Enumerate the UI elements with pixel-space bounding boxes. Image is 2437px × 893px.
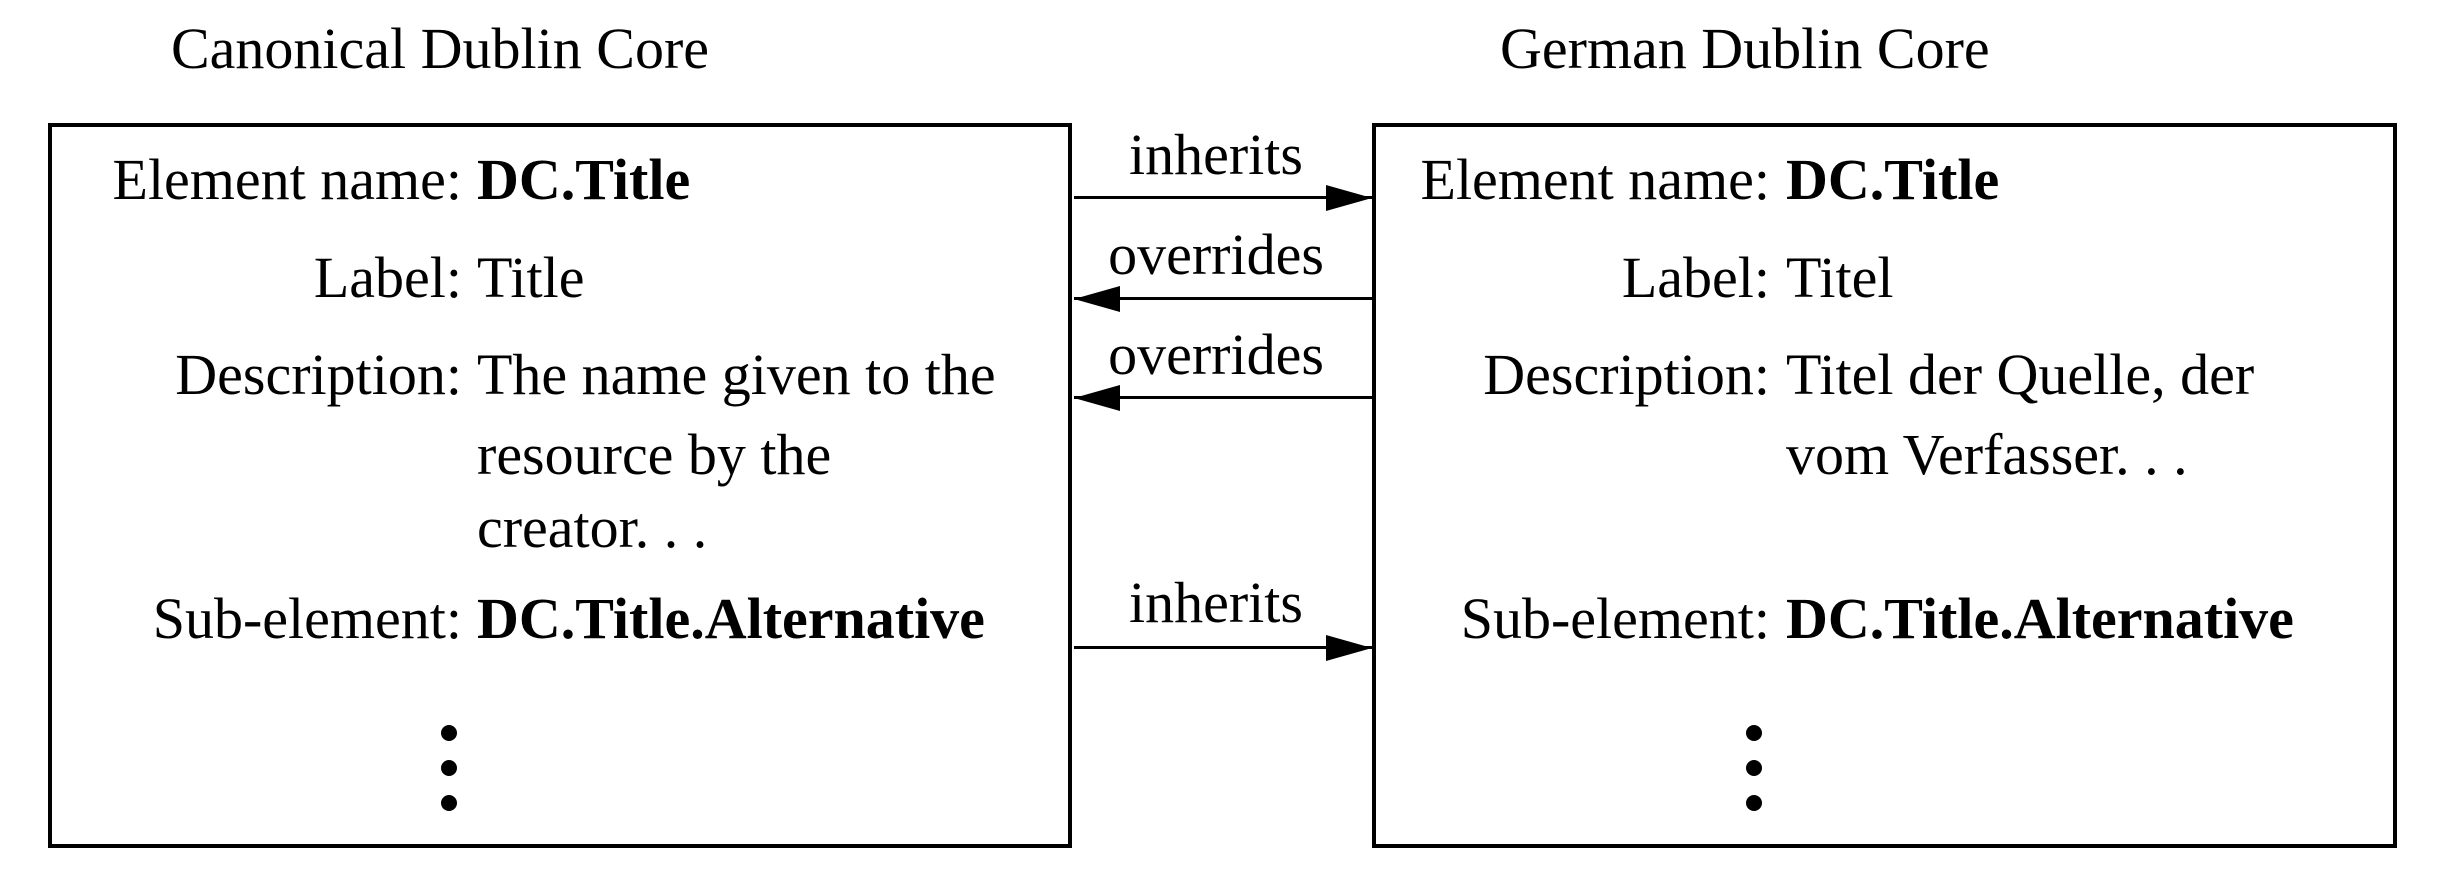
element-name-row: Element name: DC.Title	[1376, 149, 2393, 211]
row-label: Element name:	[1420, 147, 1770, 212]
row-value: DC.Title	[477, 147, 691, 212]
ellipsis-dot	[441, 795, 457, 811]
right-box-title: German Dublin Core	[1500, 16, 1990, 81]
arrow-head-left-icon	[1074, 286, 1120, 312]
row-label: Label:	[313, 245, 462, 310]
vertical-ellipsis-icon	[441, 725, 457, 811]
left-box-title: Canonical Dublin Core	[171, 16, 710, 81]
description-row: Description: The name given to the	[52, 344, 1068, 406]
arrow-head-left-icon	[1074, 385, 1120, 411]
arrow-label-overrides: overrides	[1108, 322, 1324, 387]
row-label: Element name:	[112, 147, 462, 212]
description-row: Description: Titel der Quelle, der	[1376, 344, 2393, 406]
label-row: Label: Title	[52, 247, 1068, 309]
row-value: Title	[477, 245, 585, 310]
vertical-ellipsis-icon	[1746, 725, 1762, 811]
description-cont-line: creator. . .	[477, 495, 708, 560]
ellipsis-dot	[1746, 795, 1762, 811]
sub-element-row: Sub-element: DC.Title.Alternative	[1376, 588, 2393, 650]
row-label: Description:	[1483, 342, 1770, 407]
element-name-row: Element name: DC.Title	[52, 149, 1068, 211]
ellipsis-dot	[1746, 725, 1762, 741]
arrow-head-right-icon	[1326, 635, 1372, 661]
arrow-overrides-2	[1074, 396, 1372, 399]
row-label: Sub-element:	[1460, 586, 1770, 651]
arrow-overrides-1	[1074, 297, 1372, 300]
row-value: Titel	[1786, 245, 1894, 310]
arrow-inherits-bottom	[1074, 646, 1372, 649]
arrow-label-overrides: overrides	[1108, 222, 1324, 287]
arrow-label-inherits: inherits	[1129, 122, 1303, 187]
arrow-inherits-top	[1074, 196, 1372, 199]
description-cont-line: vom Verfasser. . .	[1786, 422, 2188, 487]
german-dublin-core-box: Element name: DC.Title Label: Titel Desc…	[1372, 123, 2397, 848]
row-value: DC.Title.Alternative	[477, 586, 985, 651]
description-cont-line: resource by the	[477, 422, 832, 487]
ellipsis-dot	[1746, 760, 1762, 776]
row-value: Titel der Quelle, der	[1786, 342, 2255, 407]
row-label: Sub-element:	[152, 586, 462, 651]
ellipsis-dot	[441, 760, 457, 776]
row-value: The name given to the	[477, 342, 996, 407]
row-label: Label:	[1621, 245, 1770, 310]
arrow-label-inherits: inherits	[1129, 570, 1303, 635]
sub-element-row: Sub-element: DC.Title.Alternative	[52, 588, 1068, 650]
canonical-dublin-core-box: Element name: DC.Title Label: Title Desc…	[48, 123, 1072, 848]
ellipsis-dot	[441, 725, 457, 741]
row-label: Description:	[175, 342, 462, 407]
row-value: DC.Title	[1786, 147, 2000, 212]
arrow-head-right-icon	[1326, 185, 1372, 211]
label-row: Label: Titel	[1376, 247, 2393, 309]
row-value: DC.Title.Alternative	[1786, 586, 2294, 651]
